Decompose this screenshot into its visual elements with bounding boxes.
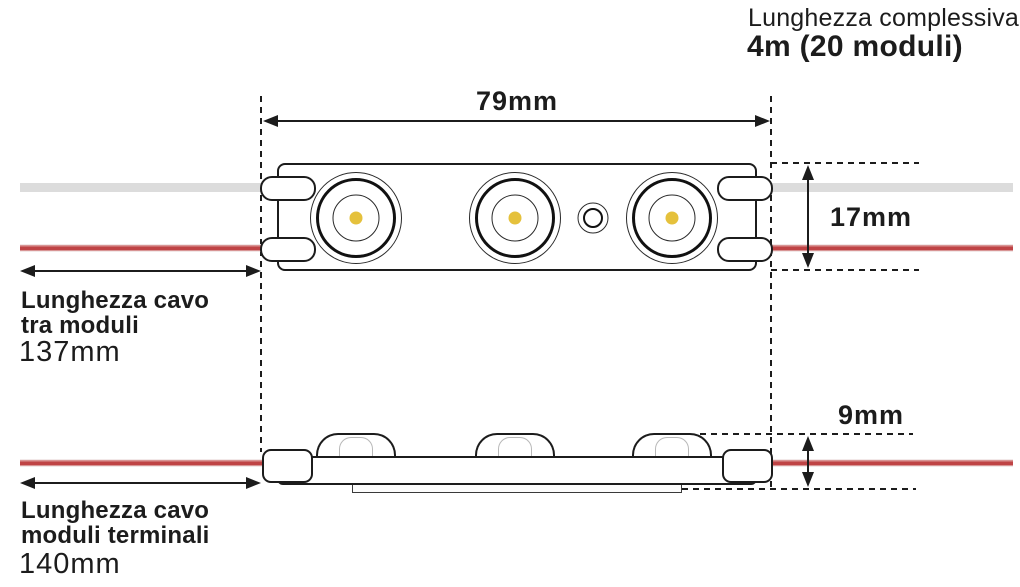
module-width-value: 17mm [830,202,913,232]
extension-line-17mm-top [771,162,919,164]
module-length-value: 79mm [475,86,559,116]
arrowhead-right [246,477,261,489]
arrowhead-right [755,115,770,127]
led-ring-outer [469,172,561,264]
dimension-line [806,178,810,255]
end-cap-right [722,449,773,483]
arrowhead-right [246,265,261,277]
lens-dome-3 [632,433,712,459]
led-ring-outer [310,172,402,264]
wire-red-right [771,244,1013,252]
wire-red-side-right [773,459,1013,467]
cable-between-modules-label-1: Lunghezza cavo [21,287,210,314]
arrowhead-left [20,477,35,489]
extension-line-9mm-top [700,433,913,435]
screw-hole-center [583,208,603,228]
led-ring-main [316,178,396,258]
led-ring-main [475,178,555,258]
arrowhead-down [802,253,814,268]
end-cap-left [262,449,313,483]
extension-line-left [260,96,262,452]
module-length-dimension-arrow [263,114,770,128]
dimension-line [276,119,757,123]
lens-dome-1 [316,433,396,459]
arrowhead-up [802,436,814,451]
led-chip-ring [491,194,539,242]
extension-line-right [770,96,772,489]
connector-tab-left-upper [260,176,316,201]
arrowhead-left [20,265,35,277]
led-chip [349,211,363,225]
lens-dome-inner [655,437,689,459]
cable-terminal-modules-label-1: Lunghezza cavo [21,497,210,524]
cable-terminal-modules-arrow [20,476,261,490]
lens-dome-2 [475,433,555,459]
dimension-line [33,269,248,273]
connector-tab-right-upper [717,176,773,201]
module-height-dimension-arrow [801,436,815,487]
extension-line-9mm-bottom [682,488,916,490]
extension-line-17mm-bottom [771,269,919,271]
module-height-value: 9mm [838,400,905,430]
dimension-line [806,449,810,474]
arrowhead-up [802,165,814,180]
wire-gray-right [771,183,1013,192]
module-body-side [277,456,757,485]
cable-between-modules-arrow [20,264,261,278]
led-chip [508,211,522,225]
overall-length-title: Lunghezza complessiva [748,4,1020,32]
adhesive-strip [352,484,682,493]
cable-terminal-modules-label-2: moduli terminali [21,522,210,549]
led-chip-ring [648,194,696,242]
led-chip-ring [332,194,380,242]
screw-hole-ring [577,202,609,234]
lens-dome-inner [339,437,373,459]
wire-gray-left [20,183,262,192]
led-chip [665,211,679,225]
arrowhead-down [802,472,814,487]
wire-red-side-left [20,459,262,467]
connector-tab-right-lower [717,237,773,262]
cable-terminal-modules-value: 140mm [19,548,121,580]
cable-between-modules-label-2: tra moduli [21,312,140,339]
arrowhead-left [263,115,278,127]
module-width-dimension-arrow [801,165,815,268]
dimension-line [33,481,248,485]
cable-between-modules-value: 137mm [19,336,121,368]
overall-length-value: 4m (20 moduli) [747,30,963,63]
wire-red-left [20,244,262,252]
led-ring-main [632,178,712,258]
connector-tab-left-lower [260,237,316,262]
lens-dome-inner [498,437,532,459]
led-ring-outer [626,172,718,264]
